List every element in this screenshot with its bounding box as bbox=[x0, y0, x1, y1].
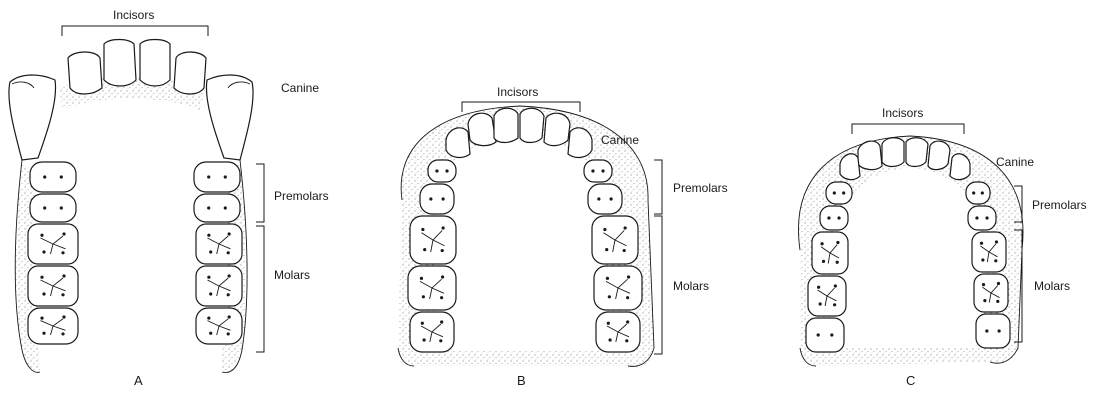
panel-letter-a: A bbox=[134, 373, 143, 388]
panel-letter-c: C bbox=[906, 373, 915, 388]
premolars-bracket-b bbox=[654, 160, 662, 214]
label-molars-b: Molars bbox=[673, 279, 709, 293]
label-canine-a: Canine bbox=[281, 81, 319, 95]
panel-b: Incisors Canine Premolars Molars B bbox=[398, 85, 728, 388]
panel-c: Incisors Canine Premolars Molars C bbox=[798, 106, 1086, 388]
label-premolars-b: Premolars bbox=[673, 181, 728, 195]
label-incisors-a: Incisors bbox=[113, 8, 154, 22]
canine-left bbox=[9, 75, 56, 160]
right-teeth-a bbox=[194, 162, 242, 344]
panel-letter-b: B bbox=[517, 373, 526, 388]
label-canine-c: Canine bbox=[996, 155, 1034, 169]
left-teeth-a bbox=[28, 162, 78, 344]
label-incisors-b: Incisors bbox=[497, 85, 538, 99]
premolars-bracket-a bbox=[256, 164, 264, 222]
label-incisors-c: Incisors bbox=[882, 106, 923, 120]
canine-right bbox=[206, 75, 253, 160]
label-canine-b: Canine bbox=[601, 133, 639, 147]
incisors-bracket-a bbox=[62, 26, 208, 36]
molars-bracket-b bbox=[654, 216, 662, 354]
panel-a: Incisors Canine Premolars Molars A bbox=[9, 8, 329, 388]
label-molars-a: Molars bbox=[274, 268, 310, 282]
label-premolars-c: Premolars bbox=[1032, 198, 1087, 212]
incisors-bracket-c bbox=[852, 124, 964, 134]
molars-bracket-a bbox=[256, 226, 264, 352]
label-molars-c: Molars bbox=[1034, 279, 1070, 293]
label-premolars-a: Premolars bbox=[274, 189, 329, 203]
